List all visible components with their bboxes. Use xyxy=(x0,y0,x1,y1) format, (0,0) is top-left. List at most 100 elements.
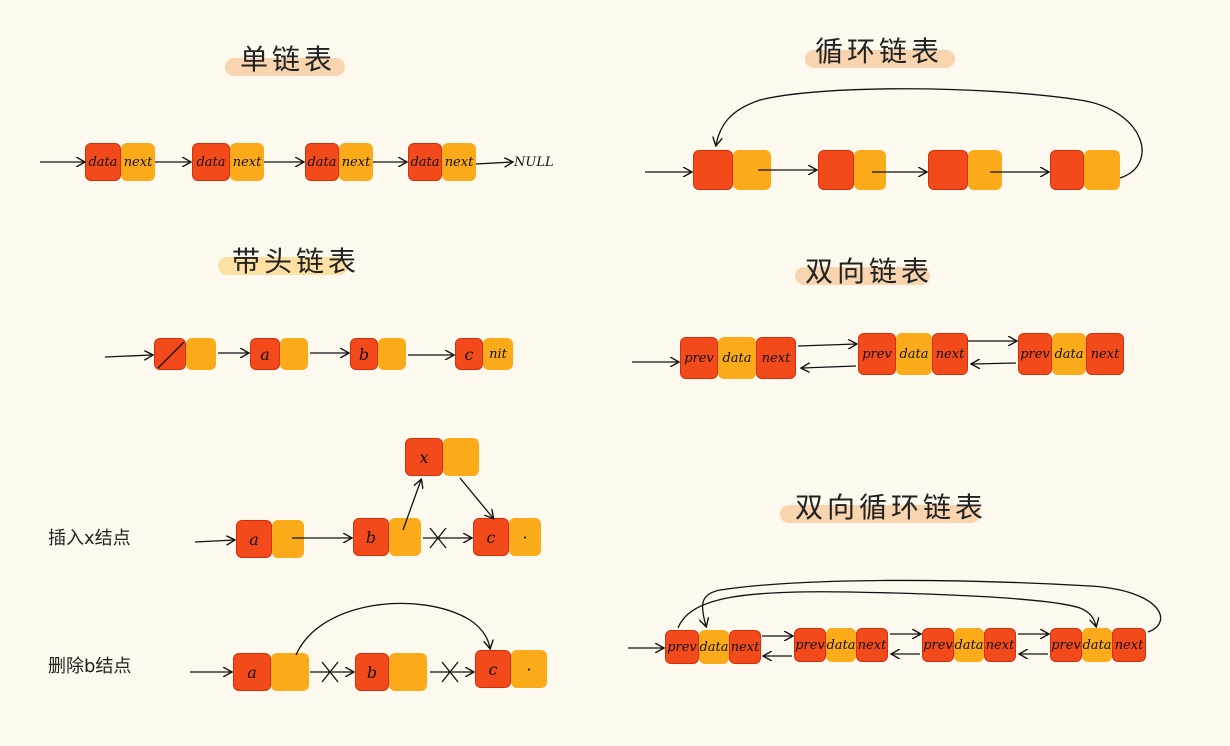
pointer-field xyxy=(818,150,854,190)
data-field: data xyxy=(954,628,984,662)
data-field xyxy=(968,150,1002,190)
delete-node: a xyxy=(233,653,309,691)
data-field: data xyxy=(408,143,442,181)
value-field: b xyxy=(355,653,389,691)
title-headed-linked-list: 带头链表 xyxy=(232,245,361,278)
value-field: x xyxy=(405,438,443,476)
arrow xyxy=(802,366,857,368)
headed-node: b xyxy=(350,338,406,370)
doubly-node: prev data next xyxy=(1018,333,1124,375)
singly-node: data next xyxy=(408,143,476,181)
next-field: next xyxy=(339,143,373,181)
prev-field: prev xyxy=(665,630,699,664)
data-field: data xyxy=(718,337,756,379)
doubly-node: prev data next xyxy=(680,337,796,379)
prev-field: prev xyxy=(680,337,718,379)
headed-node: c nit xyxy=(455,338,513,370)
data-field xyxy=(1084,150,1120,190)
value-field: c xyxy=(475,650,511,688)
data-field: data xyxy=(305,143,339,181)
insert-node: a xyxy=(236,520,304,558)
next-field xyxy=(378,338,406,370)
arrow xyxy=(295,602,490,656)
next-field: next xyxy=(756,337,796,379)
data-field: data xyxy=(896,333,932,375)
data-field: data xyxy=(192,143,230,181)
circular-node xyxy=(928,150,1002,190)
value-field: a xyxy=(233,653,271,691)
title-highlight xyxy=(225,58,345,76)
value-field: b xyxy=(353,518,389,556)
value-field: c xyxy=(455,338,483,370)
title-circular-linked-list: 循环链表 xyxy=(815,35,944,68)
next-field: next xyxy=(1112,628,1146,662)
title-singly-linked-list: 单链表 xyxy=(240,43,337,76)
head-pointer-field xyxy=(154,338,186,370)
arrow xyxy=(797,344,856,346)
title-doubly-circular-linked-list: 双向循环链表 xyxy=(795,491,988,524)
next-field: next xyxy=(729,630,761,664)
title-highlight xyxy=(795,267,930,285)
next-field: next xyxy=(932,333,968,375)
next-field xyxy=(389,653,427,691)
pointer-field xyxy=(928,150,968,190)
value-field: a xyxy=(236,520,272,558)
doubly-circular-node: prev data next xyxy=(794,628,888,662)
title-highlight xyxy=(218,257,348,275)
next-field: · xyxy=(511,650,547,688)
data-field xyxy=(854,150,886,190)
insert-new-node: x xyxy=(405,438,479,476)
next-field: next xyxy=(230,143,264,181)
prev-field: prev xyxy=(922,628,954,662)
singly-node: data next xyxy=(305,143,373,181)
null-label: NULL xyxy=(514,155,554,170)
next-field xyxy=(272,520,304,558)
insert-x-label: 插入x结点 xyxy=(48,528,131,549)
headed-node: a xyxy=(250,338,308,370)
prev-field: prev xyxy=(794,628,826,662)
doubly-node: prev data next xyxy=(858,333,968,375)
title-highlight xyxy=(780,505,980,523)
singly-node: data next xyxy=(192,143,264,181)
pointer-field xyxy=(1050,150,1084,190)
value-field: c xyxy=(473,518,509,556)
next-field xyxy=(271,653,309,691)
delete-b-label: 删除b结点 xyxy=(48,656,132,677)
pointer-field xyxy=(693,150,733,190)
circular-node xyxy=(1050,150,1120,190)
head-node xyxy=(154,338,216,370)
insert-node: c · xyxy=(473,518,541,556)
delete-node: b xyxy=(355,653,427,691)
arrow xyxy=(459,477,493,518)
next-field: next xyxy=(984,628,1016,662)
prev-field: prev xyxy=(1050,628,1082,662)
doubly-circular-node: prev data next xyxy=(922,628,1016,662)
cross-mark xyxy=(321,661,339,683)
data-field: data xyxy=(699,630,729,664)
prev-field: prev xyxy=(858,333,896,375)
head-slash xyxy=(157,341,185,369)
title-highlight xyxy=(805,50,955,68)
next-field: next xyxy=(442,143,476,181)
next-field: next xyxy=(856,628,888,662)
arrow xyxy=(677,591,1096,628)
arrow xyxy=(972,363,1017,364)
head-data-field xyxy=(186,338,216,370)
doubly-circular-node: prev data next xyxy=(665,630,761,664)
cross-mark xyxy=(429,527,447,549)
arrow xyxy=(194,540,234,542)
arrow xyxy=(104,355,152,357)
arrow xyxy=(475,162,512,164)
next-field: next xyxy=(121,143,155,181)
singly-node: data next xyxy=(85,143,155,181)
data-field: data xyxy=(826,628,856,662)
data-field: data xyxy=(1052,333,1086,375)
nil-field: nit xyxy=(483,338,513,370)
arrow xyxy=(716,88,1143,179)
delete-node: c · xyxy=(475,650,547,688)
arrow xyxy=(402,480,421,531)
title-doubly-linked-list: 双向链表 xyxy=(805,255,934,288)
next-field xyxy=(443,438,479,476)
